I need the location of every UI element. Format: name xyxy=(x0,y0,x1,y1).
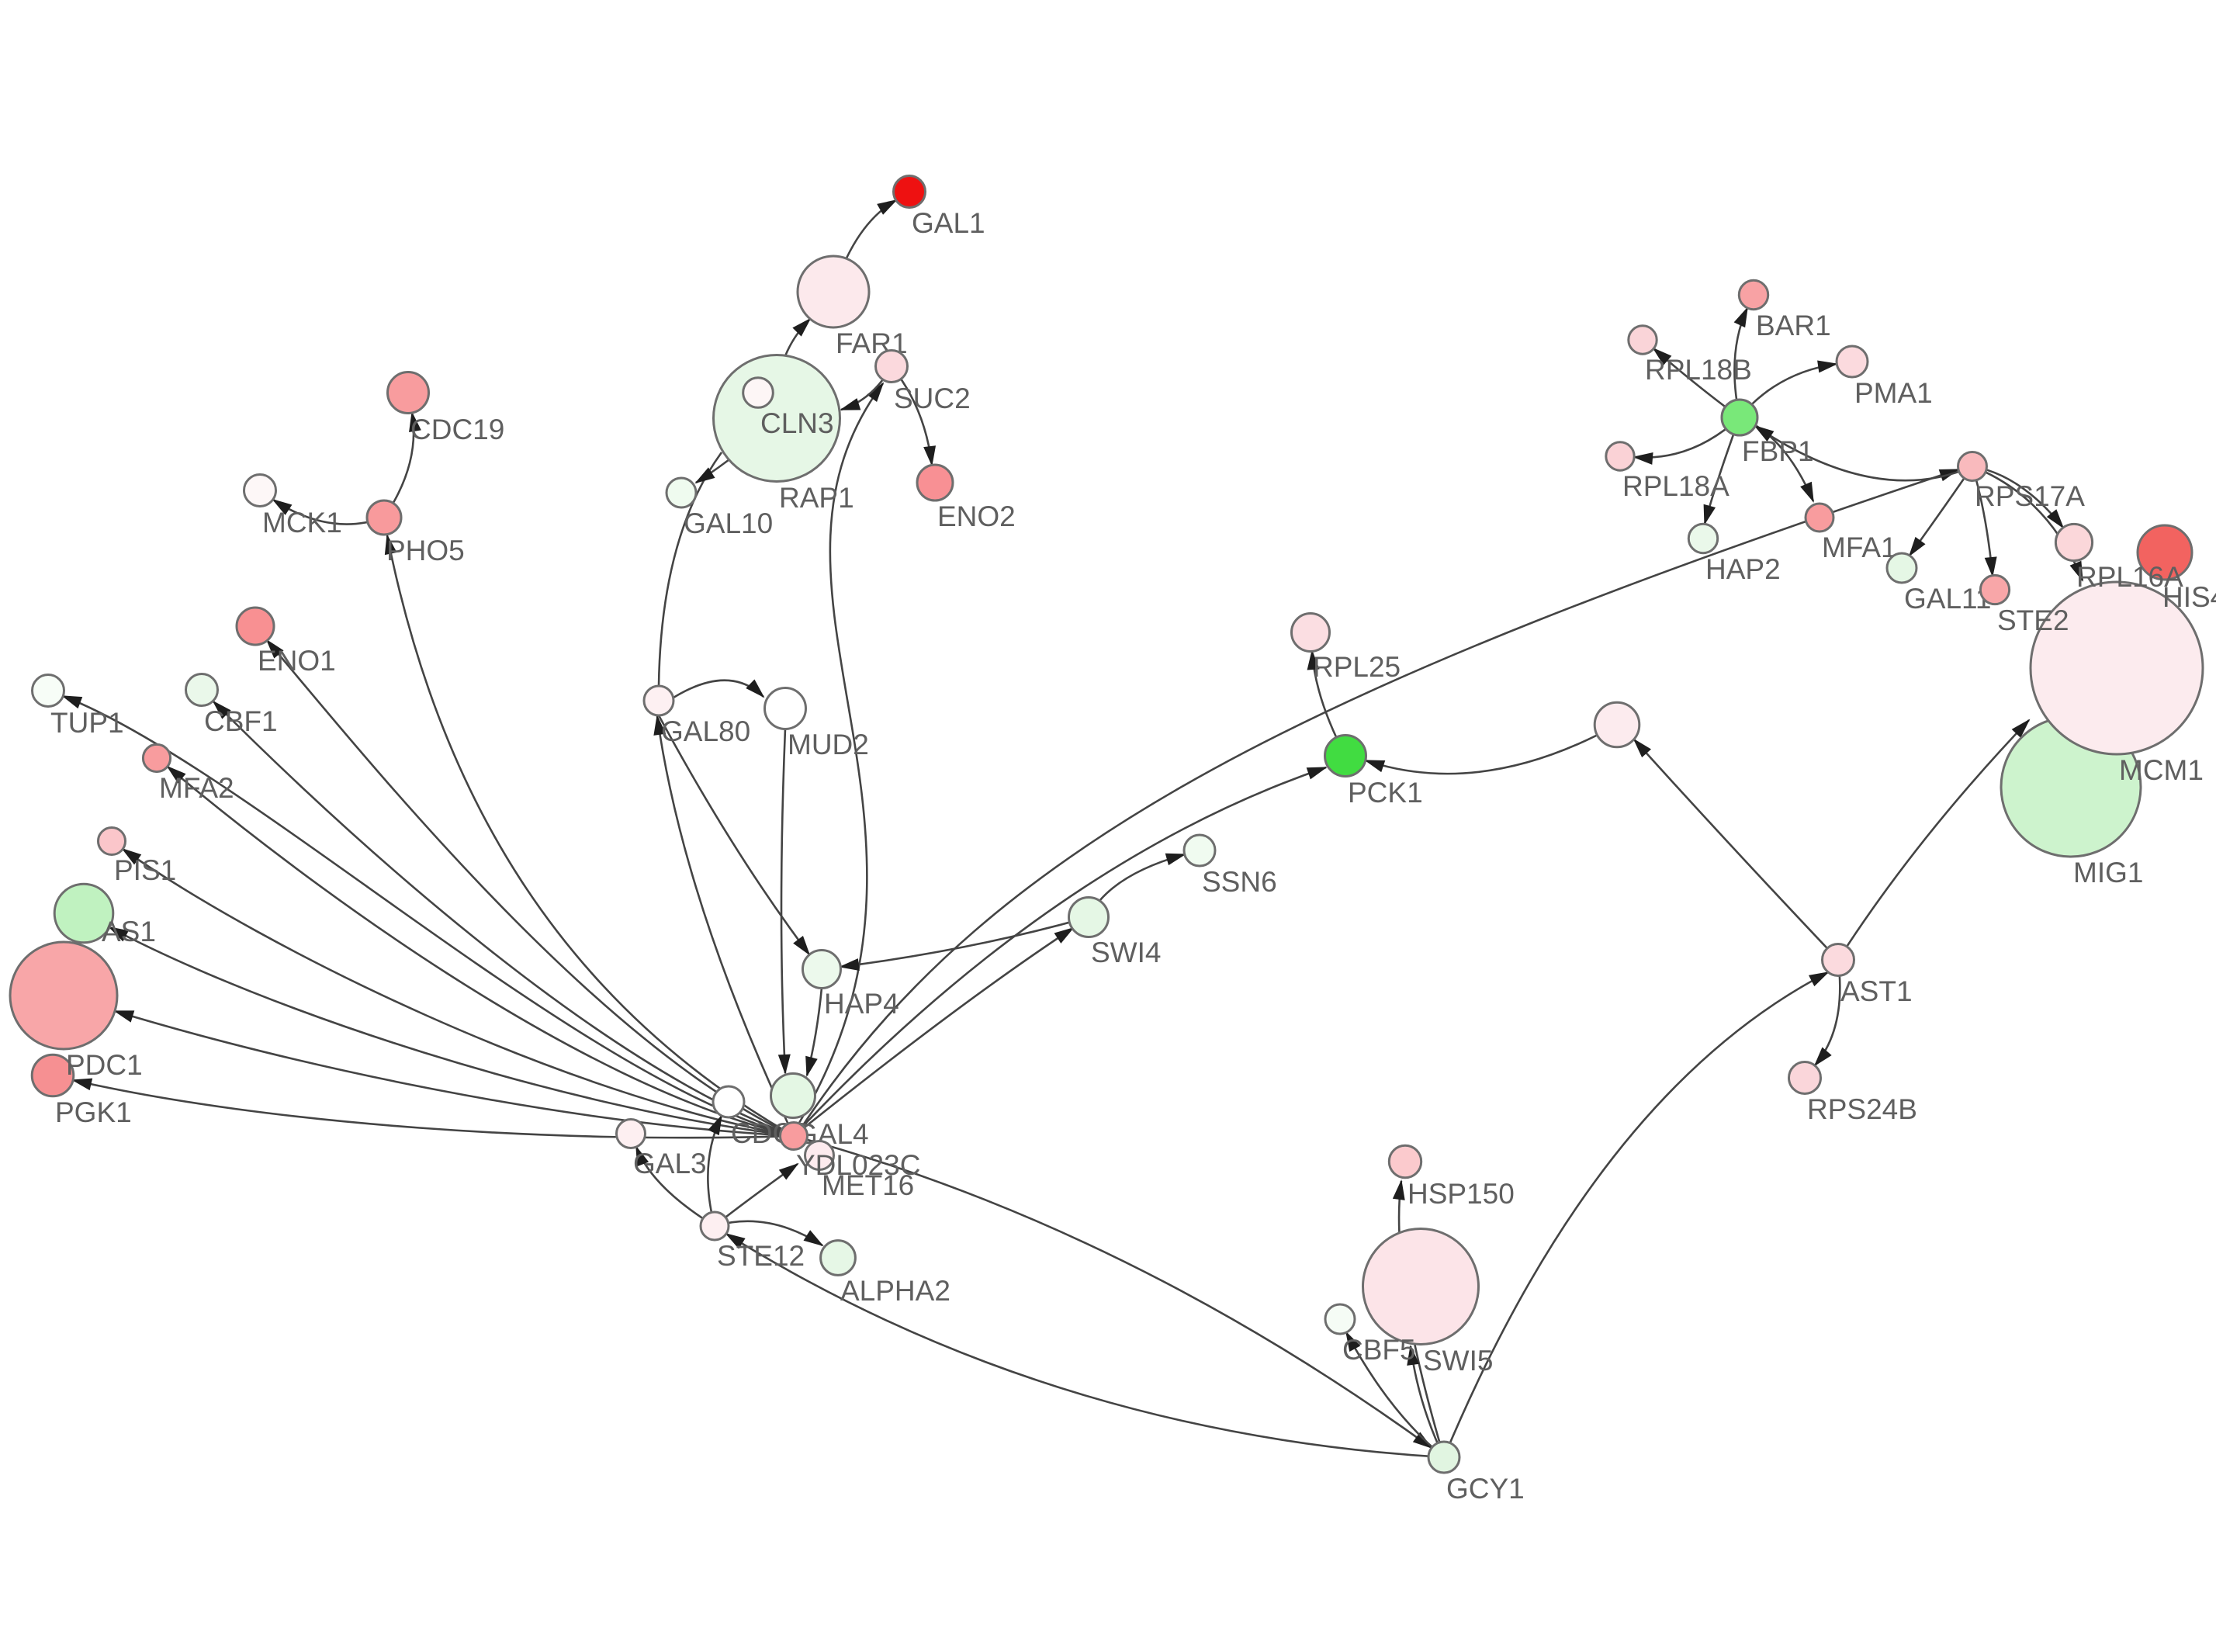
svg-text:STE2: STE2 xyxy=(1997,604,2069,636)
svg-text:HSP150: HSP150 xyxy=(1408,1178,1515,1210)
svg-text:PHO5: PHO5 xyxy=(386,535,465,566)
svg-text:RPL18A: RPL18A xyxy=(1622,470,1730,502)
svg-text:AST1: AST1 xyxy=(1840,975,1913,1007)
svg-text:HAP4: HAP4 xyxy=(824,988,899,1020)
svg-text:AS1: AS1 xyxy=(102,916,156,947)
svg-text:HAP2: HAP2 xyxy=(1705,553,1781,585)
svg-text:PDC1: PDC1 xyxy=(66,1049,143,1081)
svg-text:ENO1: ENO1 xyxy=(258,645,336,677)
svg-text:CLN3: CLN3 xyxy=(760,407,834,439)
svg-text:ENO2: ENO2 xyxy=(937,500,1016,532)
svg-text:BAR1: BAR1 xyxy=(1756,310,1831,341)
svg-text:PMA1: PMA1 xyxy=(1854,377,1933,409)
svg-text:MET16: MET16 xyxy=(822,1169,914,1201)
svg-text:HIS4: HIS4 xyxy=(2162,581,2216,613)
svg-text:TUP1: TUP1 xyxy=(50,707,124,739)
svg-text:GAL1: GAL1 xyxy=(912,207,985,239)
svg-text:SUC2: SUC2 xyxy=(894,383,971,414)
svg-text:RAP1: RAP1 xyxy=(779,482,854,514)
svg-text:SWI4: SWI4 xyxy=(1091,937,1161,968)
svg-text:GAL3: GAL3 xyxy=(633,1148,707,1179)
svg-text:RPL18B: RPL18B xyxy=(1645,354,1752,386)
svg-text:PGK1: PGK1 xyxy=(55,1096,132,1128)
svg-text:STE12: STE12 xyxy=(717,1240,805,1272)
svg-text:PIS1: PIS1 xyxy=(114,854,176,886)
svg-text:RPL16A: RPL16A xyxy=(2076,561,2183,593)
svg-text:GAL80: GAL80 xyxy=(661,715,750,747)
svg-text:ALPHA2: ALPHA2 xyxy=(840,1275,950,1307)
svg-text:SWI5: SWI5 xyxy=(1423,1345,1493,1377)
svg-text:GCY1: GCY1 xyxy=(1446,1473,1525,1505)
svg-text:RPS17A: RPS17A xyxy=(1975,480,2085,512)
svg-text:MCK1: MCK1 xyxy=(262,507,342,539)
svg-text:CBF1: CBF1 xyxy=(204,705,278,737)
svg-text:MCM1: MCM1 xyxy=(2119,754,2204,786)
svg-text:YDL023C: YDL023C xyxy=(796,1149,920,1181)
svg-text:FBP1: FBP1 xyxy=(1742,435,1814,467)
svg-text:RPL25: RPL25 xyxy=(1313,651,1401,683)
svg-text:CBF5: CBF5 xyxy=(1342,1334,1416,1366)
svg-text:SSN6: SSN6 xyxy=(1202,866,1277,898)
svg-text:GAL10: GAL10 xyxy=(684,507,773,539)
svg-text:MIG1: MIG1 xyxy=(2073,857,2143,888)
svg-text:MFA2: MFA2 xyxy=(159,772,234,804)
svg-text:CDC19: CDC19 xyxy=(410,414,504,445)
svg-text:PCK1: PCK1 xyxy=(1348,777,1423,809)
svg-text:RPS24B: RPS24B xyxy=(1807,1093,1917,1125)
svg-text:GAL11: GAL11 xyxy=(1904,583,1991,615)
svg-text:MFA1: MFA1 xyxy=(1822,532,1897,563)
svg-text:MUD2: MUD2 xyxy=(788,729,869,760)
